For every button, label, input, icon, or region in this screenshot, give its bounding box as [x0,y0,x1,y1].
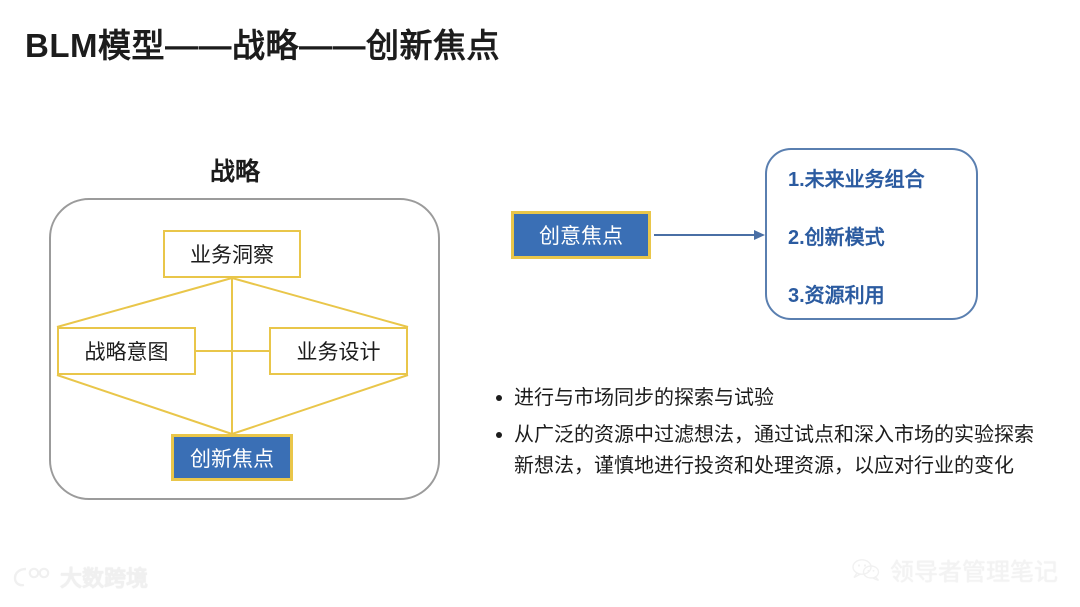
wechat-watermark: 领导者管理笔记 [851,552,1058,587]
strategy-section-heading: 战略 [209,158,260,186]
wechat-watermark-text: 领导者管理笔记 [890,559,1058,586]
box-strategic-intent[interactable]: 战略意图 [57,327,196,375]
box-innovation-focus[interactable]: 创新焦点 [171,434,293,481]
bullet-dot-icon [496,395,502,401]
wechat-icon [852,558,880,581]
bullet-dot-icon [496,432,502,438]
outcome-item: 3.资源利用 [788,285,885,307]
box-business-design[interactable]: 业务设计 [269,327,408,375]
brand-watermark: 大数跨境 [12,561,148,593]
list-item-text: 进行与市场同步的探索与试验 [514,387,774,409]
list-item-text: 从广泛的资源中过滤想法，通过试点和深入市场的实验探索新想法，谨慎地进行投资和处理… [514,424,1034,477]
brand-watermark-text: 大数跨境 [60,566,149,591]
outcome-list-box: 1.未来业务组合 2.创新模式 3.资源利用 [765,148,978,320]
list-item: 进行与市场同步的探索与试验 [492,383,1052,414]
box-business-insight[interactable]: 业务洞察 [163,230,301,278]
list-item: 从广泛的资源中过滤想法，通过试点和深入市场的实验探索新想法，谨慎地进行投资和处理… [492,420,1052,482]
box-creative-focus[interactable]: 创意焦点 [511,211,651,259]
bullet-list: 进行与市场同步的探索与试验 从广泛的资源中过滤想法，通过试点和深入市场的实验探索… [492,383,1052,482]
brand-logo-icon [13,567,50,587]
page-title: BLM模型——战略——创新焦点 [25,27,500,64]
outcome-item: 2.创新模式 [788,227,885,249]
outcome-item: 1.未来业务组合 [788,169,925,191]
